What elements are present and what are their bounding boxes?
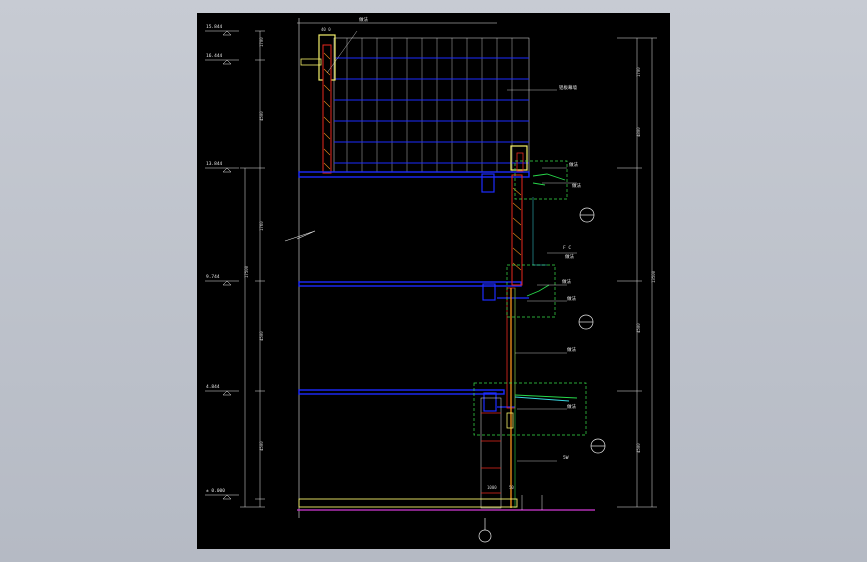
note-fc: F C <box>563 245 571 251</box>
dimension-label: 1700 <box>636 67 641 77</box>
note-se: 5W <box>563 455 569 461</box>
note-wall: 做法 <box>567 346 576 353</box>
roof-curtain-wall-grid <box>333 37 530 173</box>
dimension-chain-right <box>617 37 657 508</box>
dimension-label: 1760 <box>259 221 264 231</box>
note-detail-b: 做法 <box>562 278 571 285</box>
sunshade-fins <box>514 173 578 402</box>
note-fc2: 做法 <box>565 253 574 260</box>
elevation-marker: ± 0.000 <box>205 488 239 500</box>
note-top: 做法 <box>359 16 368 23</box>
dimension-chain-left <box>240 30 265 508</box>
dimension-labels-right: 1700 4800 4500 4500 13500 <box>636 67 656 453</box>
lower-column <box>480 397 514 509</box>
note-bottom2: 50 <box>509 485 514 490</box>
dimension-label: 1700 <box>259 37 264 47</box>
note-labels: 铝板幕墙 做法 做法 F C 做法 做法 做法 做法 做法 5W 1000 50 <box>487 84 581 490</box>
dimension-label: 4500 <box>259 441 264 451</box>
elevation-marker: 13.844 <box>205 161 239 173</box>
elevation-marker: 16.444 <box>205 53 239 65</box>
elevation-markers-left: 15.844 16.444 13.844 9.744 4.844 ± 0.000 <box>205 24 239 500</box>
cad-viewport[interactable]: 15.844 16.444 13.844 9.744 4.844 ± 0.000 <box>197 13 670 549</box>
guide-lines <box>532 197 547 266</box>
ground-line <box>297 495 595 511</box>
dimension-label: 4500 <box>636 323 641 333</box>
dimension-label: 17500 <box>244 265 249 278</box>
note-slab: 做法 <box>567 403 576 410</box>
note-detail-a: 做法 <box>569 161 578 168</box>
dimension-label: 4500 <box>636 443 641 453</box>
elevation-label: ± 0.000 <box>206 488 225 494</box>
building-outline <box>284 18 497 518</box>
elevation-marker: 15.844 <box>205 24 239 36</box>
elevation-label: 13.844 <box>206 161 223 167</box>
leader-notes <box>507 89 577 462</box>
detail-callouts <box>473 160 587 436</box>
parapet-column: 做法 40 0 <box>300 16 368 174</box>
floor-slabs <box>298 171 530 395</box>
elevation-marker: 9.744 <box>205 274 239 286</box>
note-detail-a2: 做法 <box>572 182 581 189</box>
slab-edge-details <box>481 173 529 412</box>
elevation-label: 9.744 <box>206 274 220 280</box>
curtain-wall-cap <box>510 145 528 172</box>
elevation-marker: 4.844 <box>205 384 239 396</box>
dimension-label: 4800 <box>636 127 641 137</box>
elevation-section-drawing: 15.844 16.444 13.844 9.744 4.844 ± 0.000 <box>205 16 657 543</box>
elevation-label: 15.844 <box>206 24 223 30</box>
dimension-label: 4500 <box>259 331 264 341</box>
dimension-labels-left: 1700 4500 1760 4500 4500 17500 <box>244 37 264 451</box>
dimension-label: 4500 <box>259 111 264 121</box>
section-markers <box>478 207 606 543</box>
note-bottom: 1000 <box>487 485 497 490</box>
note-panel: 铝板幕墙 <box>559 84 577 91</box>
exterior-wall-upper <box>506 174 523 508</box>
note-detail-b2: 做法 <box>567 295 576 302</box>
note-parapet: 40 0 <box>321 27 331 32</box>
elevation-label: 16.444 <box>206 53 223 59</box>
elevation-label: 4.844 <box>206 384 220 390</box>
dimension-label: 13500 <box>651 270 656 283</box>
